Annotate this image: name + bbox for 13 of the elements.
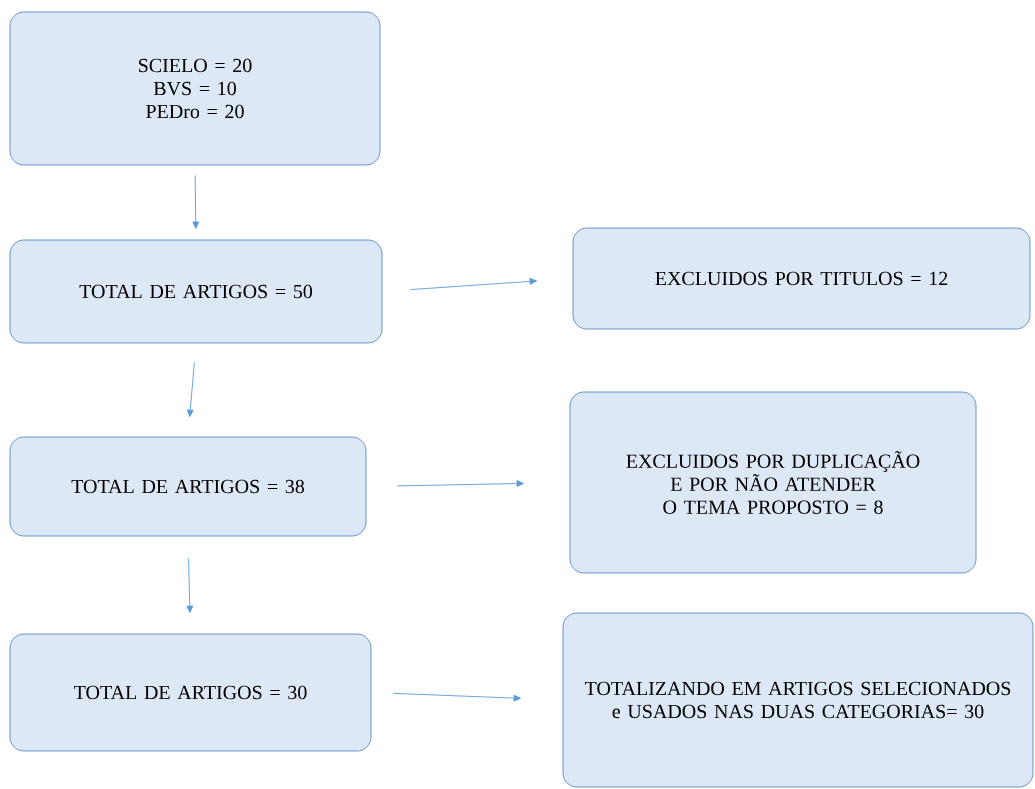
process-box: EXCLUIDOS POR DUPLICAÇÃO E POR NÃO ATENDER O TEMA PROPOSTO = 8 bbox=[569, 391, 977, 574]
process-box: TOTALIZANDO EM ARTIGOS SELECIONADOS e USADOS NAS DUAS CATEGORIAS= 30 bbox=[562, 612, 1034, 788]
process-box: TOTAL DE ARTIGOS = 38 bbox=[9, 436, 367, 537]
arrow bbox=[186, 557, 194, 613]
process-box: EXCLUIDOS POR TITULOS = 12 bbox=[572, 227, 1031, 330]
arrow bbox=[396, 480, 524, 487]
arrow bbox=[392, 692, 521, 702]
process-box: TOTAL DE ARTIGOS = 30 bbox=[9, 633, 372, 752]
process-box: TOTAL DE ARTIGOS = 50 bbox=[9, 239, 383, 344]
arrow bbox=[186, 361, 195, 417]
process-box: SCIELO = 20 BVS = 10 PEDro = 20 bbox=[9, 11, 381, 166]
arrow bbox=[409, 278, 538, 291]
arrow bbox=[192, 174, 200, 229]
